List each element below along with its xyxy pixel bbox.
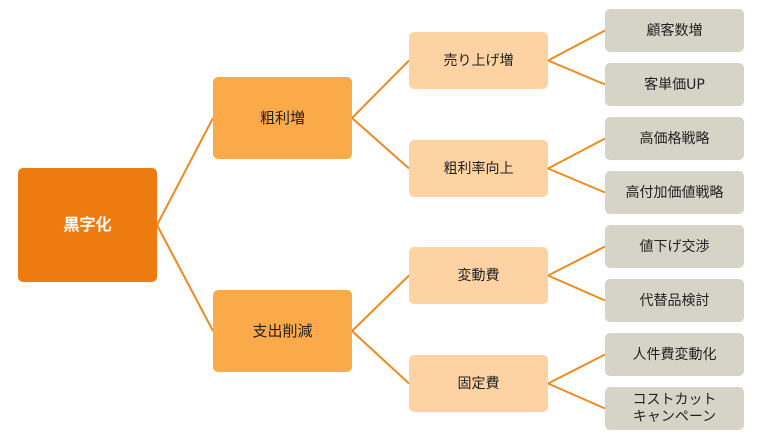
- sub-node-fixed-cost: 固定費: [409, 355, 548, 412]
- leaf-node-high-value-strategy: 高付加価値戦略: [605, 171, 744, 214]
- leaf-node-alternative-review: 代替品検討: [605, 279, 744, 322]
- leaf-line-2: キャンペーン: [632, 408, 717, 425]
- connector-branch-node-gross-profit-to-sub-node-margin-improvement: [351, 117, 410, 170]
- connector-sub-node-sales-increase-to-leaf-node-customer-count: [547, 29, 606, 62]
- sub-node-margin-improvement: 粗利率向上: [409, 140, 548, 197]
- root-node: 黒字化: [18, 168, 157, 282]
- branch-node-cost-reduction: 支出削減: [213, 290, 352, 372]
- connector-sub-node-sales-increase-to-leaf-node-unit-price-up: [547, 59, 606, 86]
- connector-branch-node-cost-reduction-to-sub-node-variable-cost: [351, 274, 410, 332]
- connector-root-node-to-branch-node-cost-reduction: [156, 224, 214, 332]
- branch-node-gross-profit: 粗利増: [213, 77, 352, 159]
- connector-sub-node-margin-improvement-to-leaf-node-high-price-strategy: [547, 137, 606, 170]
- connector-sub-node-variable-cost-to-leaf-node-price-negotiation: [547, 245, 606, 277]
- connector-branch-node-gross-profit-to-sub-node-sales-increase: [351, 59, 410, 119]
- leaf-node-price-negotiation: 値下げ交渉: [605, 225, 744, 268]
- leaf-node-customer-count: 顧客数増: [605, 9, 744, 52]
- leaf-node-high-price-strategy: 高価格戦略: [605, 117, 744, 160]
- connector-root-node-to-branch-node-gross-profit: [156, 117, 214, 226]
- leaf-node-variable-labor-cost: 人件費変動化: [605, 333, 744, 376]
- connector-sub-node-fixed-cost-to-leaf-node-variable-labor-cost: [547, 353, 606, 385]
- connector-sub-node-variable-cost-to-leaf-node-alternative-review: [547, 274, 606, 302]
- leaf-node-unit-price-up: 客単価UP: [605, 63, 744, 106]
- sub-node-variable-cost: 変動費: [409, 247, 548, 304]
- sub-node-sales-increase: 売り上げ増: [409, 32, 548, 89]
- connector-sub-node-margin-improvement-to-leaf-node-high-value-strategy: [547, 167, 606, 194]
- leaf-line-1: コストカット: [632, 391, 717, 408]
- leaf-node-cost-cut-campaign: コストカット キャンペーン: [605, 387, 744, 430]
- connector-sub-node-fixed-cost-to-leaf-node-cost-cut-campaign: [547, 382, 606, 410]
- connector-branch-node-cost-reduction-to-sub-node-fixed-cost: [351, 330, 410, 385]
